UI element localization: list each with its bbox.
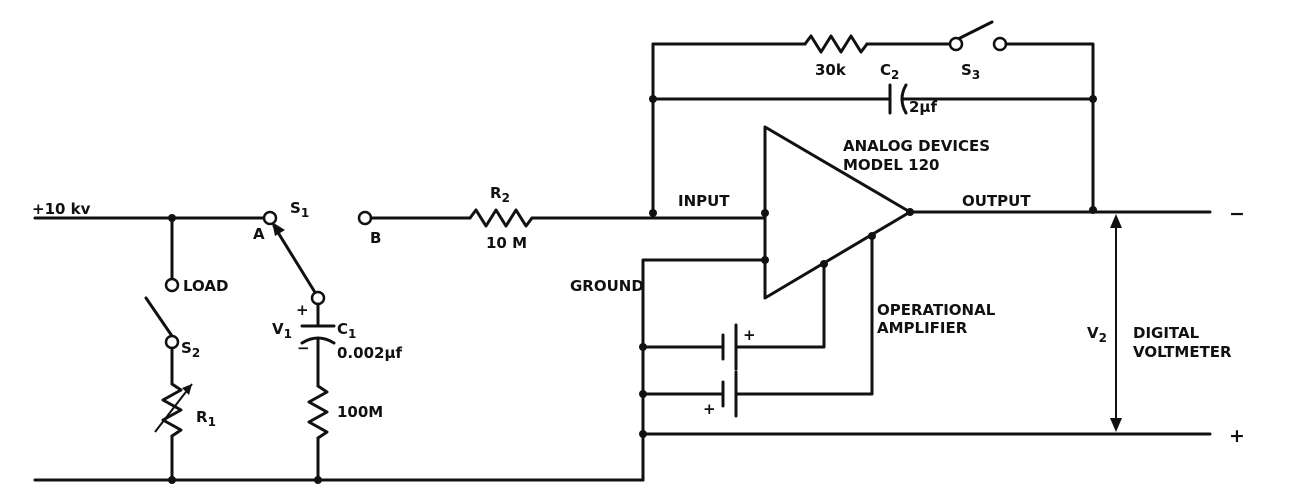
output-minus-label: −: [1229, 203, 1245, 225]
s1-label: S1: [290, 199, 309, 220]
input-label: INPUT: [678, 192, 730, 210]
node-c2-left: [649, 95, 657, 103]
ground-label: GROUND: [570, 277, 644, 295]
node-amp-output: [906, 208, 914, 216]
ground-wire: [641, 258, 767, 482]
r2-label: R2: [490, 184, 510, 205]
s3-label: S3: [961, 61, 980, 82]
v2-label: V2: [1087, 324, 1107, 345]
switch-s3: [948, 20, 1008, 52]
100m-label: 100M: [337, 403, 383, 421]
resistor-100m: [307, 384, 329, 440]
battery-2: [721, 370, 738, 418]
node-battery1: [639, 343, 647, 351]
amp-desc-label-line2: AMPLIFIER: [877, 319, 968, 337]
c2-value-label: 2μf: [909, 98, 937, 116]
s2-label: S2: [181, 339, 200, 360]
feedback-right-wire: [1004, 42, 1095, 212]
output-label: OUTPUT: [962, 192, 1031, 210]
dvm-label-line1: DIGITAL: [1133, 324, 1200, 342]
position-b-label: B: [370, 229, 381, 247]
amp-maker-label-line1: ANALOG DEVICES: [843, 137, 990, 155]
position-a-label: A: [253, 225, 265, 243]
resistor-r2: [468, 208, 534, 228]
node-amp-supply2: [868, 232, 876, 240]
node-ground-rail: [639, 430, 647, 438]
amp-maker-label-line2: MODEL 120: [843, 156, 939, 174]
dvm-label-line2: VOLTMETER: [1133, 343, 1232, 361]
node-output: [1089, 206, 1097, 214]
node-battery2: [639, 390, 647, 398]
battery1-plus-label: +: [743, 326, 756, 344]
feedback-left-wire: [651, 42, 807, 215]
resistor-30k: [803, 34, 869, 54]
c1-minus-label: −: [297, 339, 310, 357]
node-amp-ground: [761, 256, 769, 264]
30k-label: 30k: [815, 61, 847, 79]
switch-s1-arm: [272, 222, 318, 296]
resistor-r1: [154, 382, 193, 438]
capacitor-c1: [300, 302, 336, 388]
s1-terminal-a: [262, 210, 278, 226]
s1-terminal-b: [357, 210, 373, 226]
v1-label: V1: [272, 320, 292, 341]
node-100m-bottom: [314, 476, 322, 484]
battery-1: [721, 323, 738, 371]
v2-measurement-arrow: [1110, 214, 1122, 432]
switch-s2: [144, 296, 180, 386]
c1-value-label: 0.002μf: [337, 344, 402, 362]
c1-label: C1: [337, 320, 356, 341]
supply-label: +10 kv: [32, 200, 91, 218]
battery2-supply-wire: [734, 234, 874, 396]
opamp-triangle: [763, 125, 912, 300]
output-plus-label: +: [1229, 425, 1245, 447]
node-c2-right: [1089, 95, 1097, 103]
amp-desc-label-line1: OPERATIONAL: [877, 301, 996, 319]
battery1-supply-wire: [734, 262, 826, 349]
load-label: LOAD: [183, 277, 228, 295]
r2-value-label: 10 M: [486, 234, 527, 252]
c2-label: C2: [880, 61, 899, 82]
battery2-plus-label: +: [703, 400, 716, 418]
load-terminal: [164, 277, 180, 293]
node-amp-supply1: [820, 260, 828, 268]
node-r1-bottom: [168, 476, 176, 484]
c1-plus-label: +: [296, 301, 309, 319]
s1-pivot-terminal: [310, 290, 326, 306]
r1-label: R1: [196, 408, 216, 429]
